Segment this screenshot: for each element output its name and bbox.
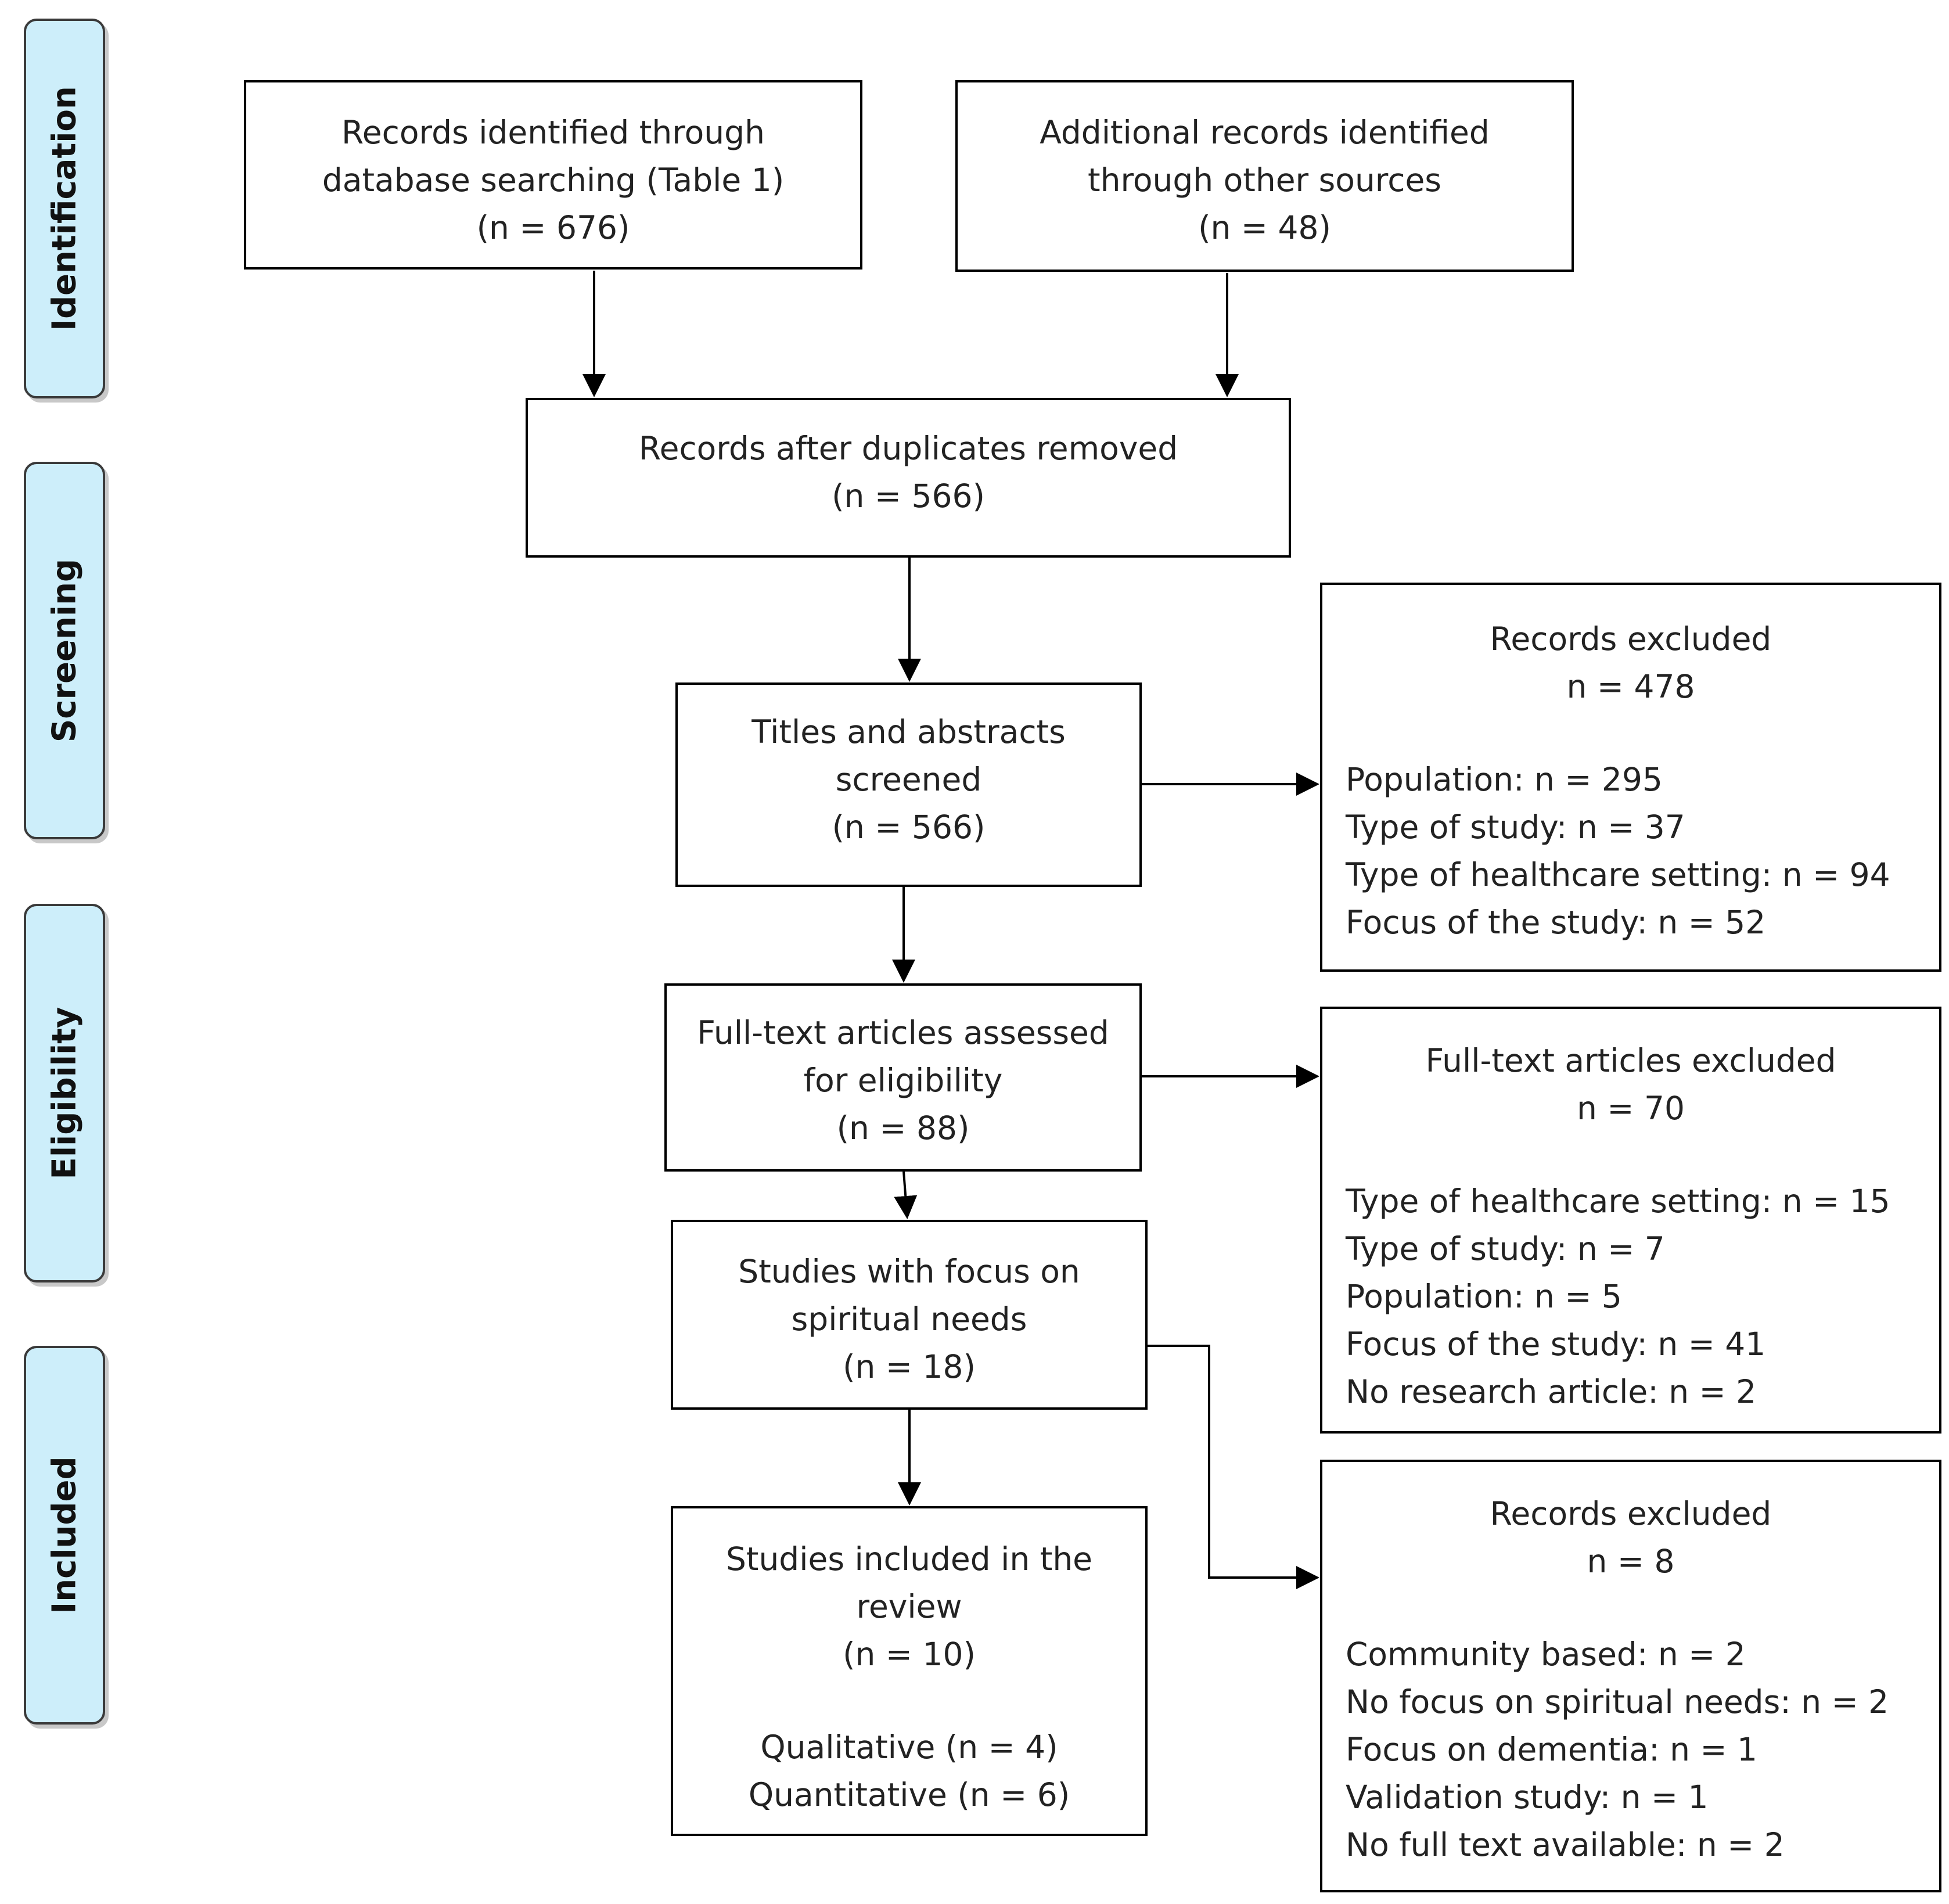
box-text: Records identified through [341, 114, 765, 151]
box-text: Studies included in the [725, 1540, 1093, 1578]
box-count: (n = 566) [832, 809, 986, 846]
box-count: (n = 48) [1198, 209, 1331, 246]
phase-label: Identification [45, 86, 84, 331]
arrow-fulltext-to-spiritual [894, 1171, 918, 1219]
box-text: screened [835, 761, 982, 798]
exclusion-reason: Type of healthcare setting: n = 94 [1346, 856, 1890, 893]
box-text: Studies with focus on [738, 1253, 1080, 1290]
box-title: Records excluded [1490, 620, 1772, 658]
box-records-excluded-final: Records excluded n = 8 Community based: … [1320, 1460, 1941, 1892]
exclusion-reason: Focus of the study: n = 41 [1346, 1325, 1766, 1363]
box-title: Full-text articles excluded [1425, 1042, 1836, 1079]
phase-label: Screening [45, 558, 84, 743]
box-count: n = 70 [1577, 1090, 1685, 1127]
box-count: n = 478 [1566, 668, 1695, 705]
box-records-excluded-screening: Records excluded n = 478 Population: n =… [1320, 583, 1941, 972]
phase-label: Eligibility [45, 1007, 84, 1180]
exclusion-reason: Population: n = 295 [1346, 761, 1663, 798]
study-type-count: Qualitative (n = 4) [760, 1729, 1058, 1766]
box-text: Additional records identified [1040, 114, 1490, 151]
exclusion-reason: No research article: n = 2 [1346, 1373, 1757, 1410]
exclusion-reason: Type of study: n = 7 [1346, 1230, 1665, 1267]
phase-eligibility: Eligibility [24, 904, 105, 1282]
box-database-records: Records identified through database sear… [244, 80, 862, 270]
exclusion-reason: Focus on dementia: n = 1 [1346, 1731, 1758, 1768]
exclusion-reason: No full text available: n = 2 [1346, 1826, 1785, 1863]
exclusion-reason: Community based: n = 2 [1346, 1636, 1746, 1673]
phase-included: Included [24, 1346, 105, 1725]
phase-label: Included [45, 1456, 84, 1614]
box-text: Full-text articles assessed [697, 1014, 1109, 1051]
box-text: for eligibility [803, 1062, 1003, 1099]
arrow-spiritual-to-excluded [1148, 1345, 1319, 1589]
box-fulltext-excluded: Full-text articles excluded n = 70 Type … [1320, 1007, 1941, 1434]
exclusion-reason: Type of healthcare setting: n = 15 [1346, 1183, 1890, 1220]
phase-identification: Identification [24, 19, 105, 398]
exclusion-reason: No focus on spiritual needs: n = 2 [1346, 1683, 1889, 1720]
box-count: (n = 10) [843, 1636, 976, 1673]
box-studies-included: Studies included in the review (n = 10) … [671, 1506, 1148, 1836]
box-text: Titles and abstracts [751, 713, 1066, 750]
box-count: (n = 88) [836, 1109, 970, 1147]
box-text: through other sources [1088, 161, 1441, 199]
exclusion-reason: Focus of the study: n = 52 [1346, 904, 1766, 941]
box-spiritual-focus: Studies with focus on spiritual needs (n… [671, 1220, 1148, 1410]
box-count: (n = 18) [843, 1348, 976, 1385]
box-text: Records after duplicates removed [638, 430, 1178, 467]
exclusion-reason: Type of study: n = 37 [1346, 809, 1685, 846]
box-titles-abstracts-screened: Titles and abstracts screened (n = 566) [675, 682, 1142, 887]
box-count: (n = 676) [476, 209, 630, 246]
exclusion-reason: Validation study: n = 1 [1346, 1779, 1709, 1816]
box-fulltext-assessed: Full-text articles assessed for eligibil… [664, 983, 1142, 1172]
box-count: (n = 566) [832, 477, 985, 515]
phase-screening: Screening [24, 462, 105, 839]
box-text: review [856, 1588, 962, 1625]
exclusion-reason: Population: n = 5 [1346, 1278, 1622, 1315]
box-text: database searching (Table 1) [322, 161, 785, 199]
box-text: spiritual needs [791, 1301, 1027, 1338]
box-title: Records excluded [1490, 1495, 1772, 1532]
study-type-count: Quantitative (n = 6) [748, 1776, 1070, 1813]
box-after-duplicates: Records after duplicates removed (n = 56… [526, 398, 1291, 558]
box-count: n = 8 [1587, 1543, 1675, 1580]
box-other-sources: Additional records identified through ot… [955, 80, 1574, 272]
